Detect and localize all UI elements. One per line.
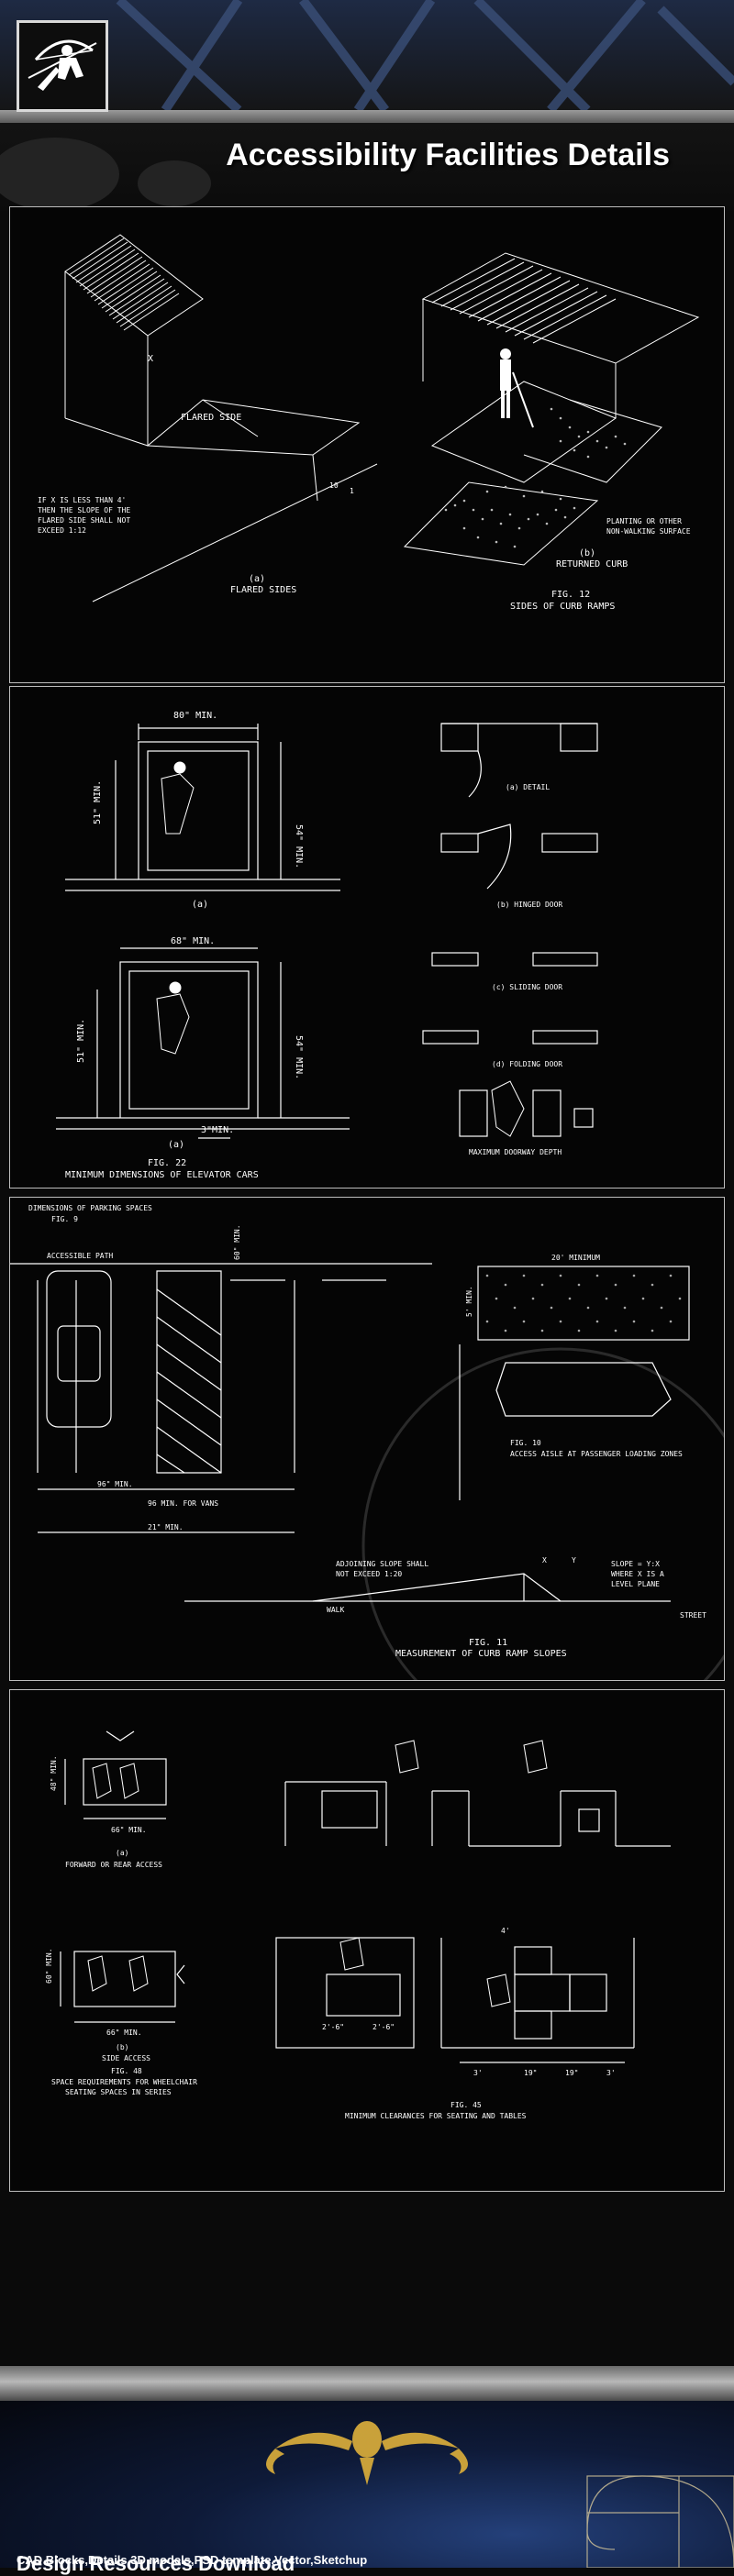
flare-note-line1: IF X IS LESS THAN 4' <box>38 496 126 504</box>
spiral-icon <box>586 2475 734 2568</box>
slope-line2: WHERE X IS A <box>611 1570 664 1578</box>
dim-4-label: 4' <box>501 1927 510 1935</box>
dim-51a-label: 51" MIN. <box>93 780 103 824</box>
fig22-caption: MINIMUM DIMENSIONS OF ELEVATOR CARS <box>65 1170 259 1180</box>
flare-note-line2: THEN THE SLOPE OF THE <box>38 506 130 514</box>
y-label: Y <box>572 1556 576 1564</box>
dim-48-label: 48" MIN. <box>50 1755 58 1791</box>
fig11-caption: MEASUREMENT OF CURB RAMP SLOPES <box>395 1649 567 1659</box>
dim-66b-label: 66" MIN. <box>106 2029 142 2037</box>
x-label: X <box>542 1556 547 1564</box>
accessible-path-label: ACCESSIBLE PATH <box>47 1252 113 1260</box>
elevator-panel: 80" MIN. 51" MIN. 54" MIN. (a) 68" MIN. … <box>9 686 725 1188</box>
elevator-drawing: 80" MIN. 51" MIN. 54" MIN. (a) 68" MIN. … <box>56 711 598 1180</box>
curb-ramp-panel: FLARED SIDE X 10 1 IF X IS LESS THAN 4' … <box>9 206 725 683</box>
archer-logo-icon[interactable] <box>17 20 108 112</box>
dim-68-label: 68" MIN. <box>171 936 215 946</box>
fig48-number: FIG. 48 <box>111 2067 142 2075</box>
fig12-caption: SIDES OF CURB RAMPS <box>510 602 615 612</box>
dim-54a-label: 54" MIN. <box>294 824 304 868</box>
footer-subtitle: CAD Blocks,Details,3D models,PSD templat… <box>17 2553 368 2567</box>
dim-51b-label: 51" MIN. <box>76 1019 86 1063</box>
door-label-max-depth: MAXIMUM DOORWAY DEPTH <box>469 1148 562 1156</box>
label-a: (a) <box>116 1849 128 1857</box>
parking-panel: DIMENSIONS OF PARKING SPACES FIG. 9 ACCE… <box>9 1197 725 1681</box>
planting-line2: NON-WALKING SURFACE <box>606 527 691 536</box>
page-title: Accessibility Facilities Details <box>226 138 670 172</box>
dim-2-6b-label: 2'-6" <box>373 2023 395 2031</box>
truss-background <box>0 0 734 211</box>
ornament-icon <box>266 2421 468 2485</box>
street-label: STREET <box>680 1611 706 1620</box>
dim-20-label: 20' MINIMUM <box>551 1254 600 1262</box>
dim-2-6a-label: 2'-6" <box>322 2023 344 2031</box>
label-a2: (a) <box>168 1140 184 1150</box>
flare-note-line4: EXCEED 1:12 <box>38 526 86 535</box>
label-b: (b) <box>579 548 595 558</box>
fig45-number: FIG. 45 <box>450 2101 482 2109</box>
seating-drawing: 48" MIN. 66" MIN. (a) FORWARD OR REAR AC… <box>45 1730 671 2120</box>
footer-banner: Design Resources Download <box>0 2366 734 2575</box>
door-label-sliding: (c) SLIDING DOOR <box>492 983 562 991</box>
dim-19a-label: 19" <box>524 2069 537 2077</box>
walk-label: WALK <box>327 1606 344 1614</box>
dim-x-label: X <box>148 354 153 364</box>
dim-80-label: 80" MIN. <box>173 711 217 721</box>
dim-3a-label: 3' <box>473 2069 483 2077</box>
fig48-caption-line2: SEATING SPACES IN SERIES <box>65 2088 172 2096</box>
fig9-label: FIG. 9 <box>51 1215 78 1223</box>
loading-zone-label: ACCESS AISLE AT PASSENGER LOADING ZONES <box>510 1450 683 1458</box>
slope-line3: LEVEL PLANE <box>611 1580 660 1588</box>
label-b: (b) <box>116 2043 128 2051</box>
dim-3b-label: 3' <box>606 2069 616 2077</box>
door-label-hinged: (b) HINGED DOOR <box>496 901 562 909</box>
returned-curb-label: RETURNED CURB <box>556 559 628 569</box>
dim-54b-label: 54" MIN. <box>294 1035 304 1079</box>
parking-drawing: DIMENSIONS OF PARKING SPACES FIG. 9 ACCE… <box>10 1204 724 1680</box>
slope-1-label: 1 <box>350 487 354 495</box>
flare-note-line3: FLARED SIDE SHALL NOT <box>38 516 130 525</box>
adjoining-line2: NOT EXCEED 1:20 <box>336 1570 402 1578</box>
header-band <box>0 110 734 123</box>
fig12-number: FIG. 12 <box>551 590 590 600</box>
door-label-detail: (a) DETAIL <box>506 783 550 791</box>
dim-96-label: 96" MIN. <box>97 1480 133 1488</box>
seating-panel: 48" MIN. 66" MIN. (a) FORWARD OR REAR AC… <box>9 1689 725 2192</box>
dim-60-label: 60" MIN. <box>233 1224 241 1260</box>
planting-line1: PLANTING OR OTHER <box>606 517 682 525</box>
fig22-number: FIG. 22 <box>148 1158 186 1168</box>
fig48-caption-line1: SPACE REQUIREMENTS FOR WHEELCHAIR <box>51 2078 197 2086</box>
slope-10-label: 10 <box>329 481 339 490</box>
fig10-label: FIG. 10 <box>510 1439 541 1447</box>
dim-3min-label: 3"MIN. <box>201 1125 234 1135</box>
footer-decoration <box>266 2421 734 2568</box>
label-a1: (a) <box>192 900 208 910</box>
slope-line1: SLOPE = Y:X <box>611 1560 660 1568</box>
fig45-caption: MINIMUM CLEARANCES FOR SEATING AND TABLE… <box>345 2112 527 2120</box>
header-banner: Accessibility Facilities Details <box>0 0 734 211</box>
flared-sides-label: FLARED SIDES <box>230 585 296 595</box>
dims-parking-label: DIMENSIONS OF PARKING SPACES <box>28 1204 152 1212</box>
curb-ramp-drawing: FLARED SIDE X 10 1 IF X IS LESS THAN 4' … <box>38 234 700 612</box>
vans-label: 96 MIN. FOR VANS <box>148 1499 218 1508</box>
fig11-number: FIG. 11 <box>469 1638 507 1648</box>
side-access-label: SIDE ACCESS <box>102 2054 150 2062</box>
dim-21-label: 21" MIN. <box>148 1523 184 1531</box>
adjoining-line1: ADJOINING SLOPE SHALL <box>336 1560 428 1568</box>
label-a: (a) <box>249 574 265 584</box>
dim-66a-label: 66" MIN. <box>111 1826 147 1834</box>
dim-5-label: 5' MIN. <box>465 1286 473 1317</box>
dim-60-label: 60" MIN. <box>45 1948 53 1984</box>
dim-19b-label: 19" <box>565 2069 578 2077</box>
door-label-folding: (d) FOLDING DOOR <box>492 1060 562 1068</box>
flared-side-label: FLARED SIDE <box>181 413 241 423</box>
forward-access-label: FORWARD OR REAR ACCESS <box>65 1861 162 1869</box>
footer-band <box>0 2366 734 2401</box>
